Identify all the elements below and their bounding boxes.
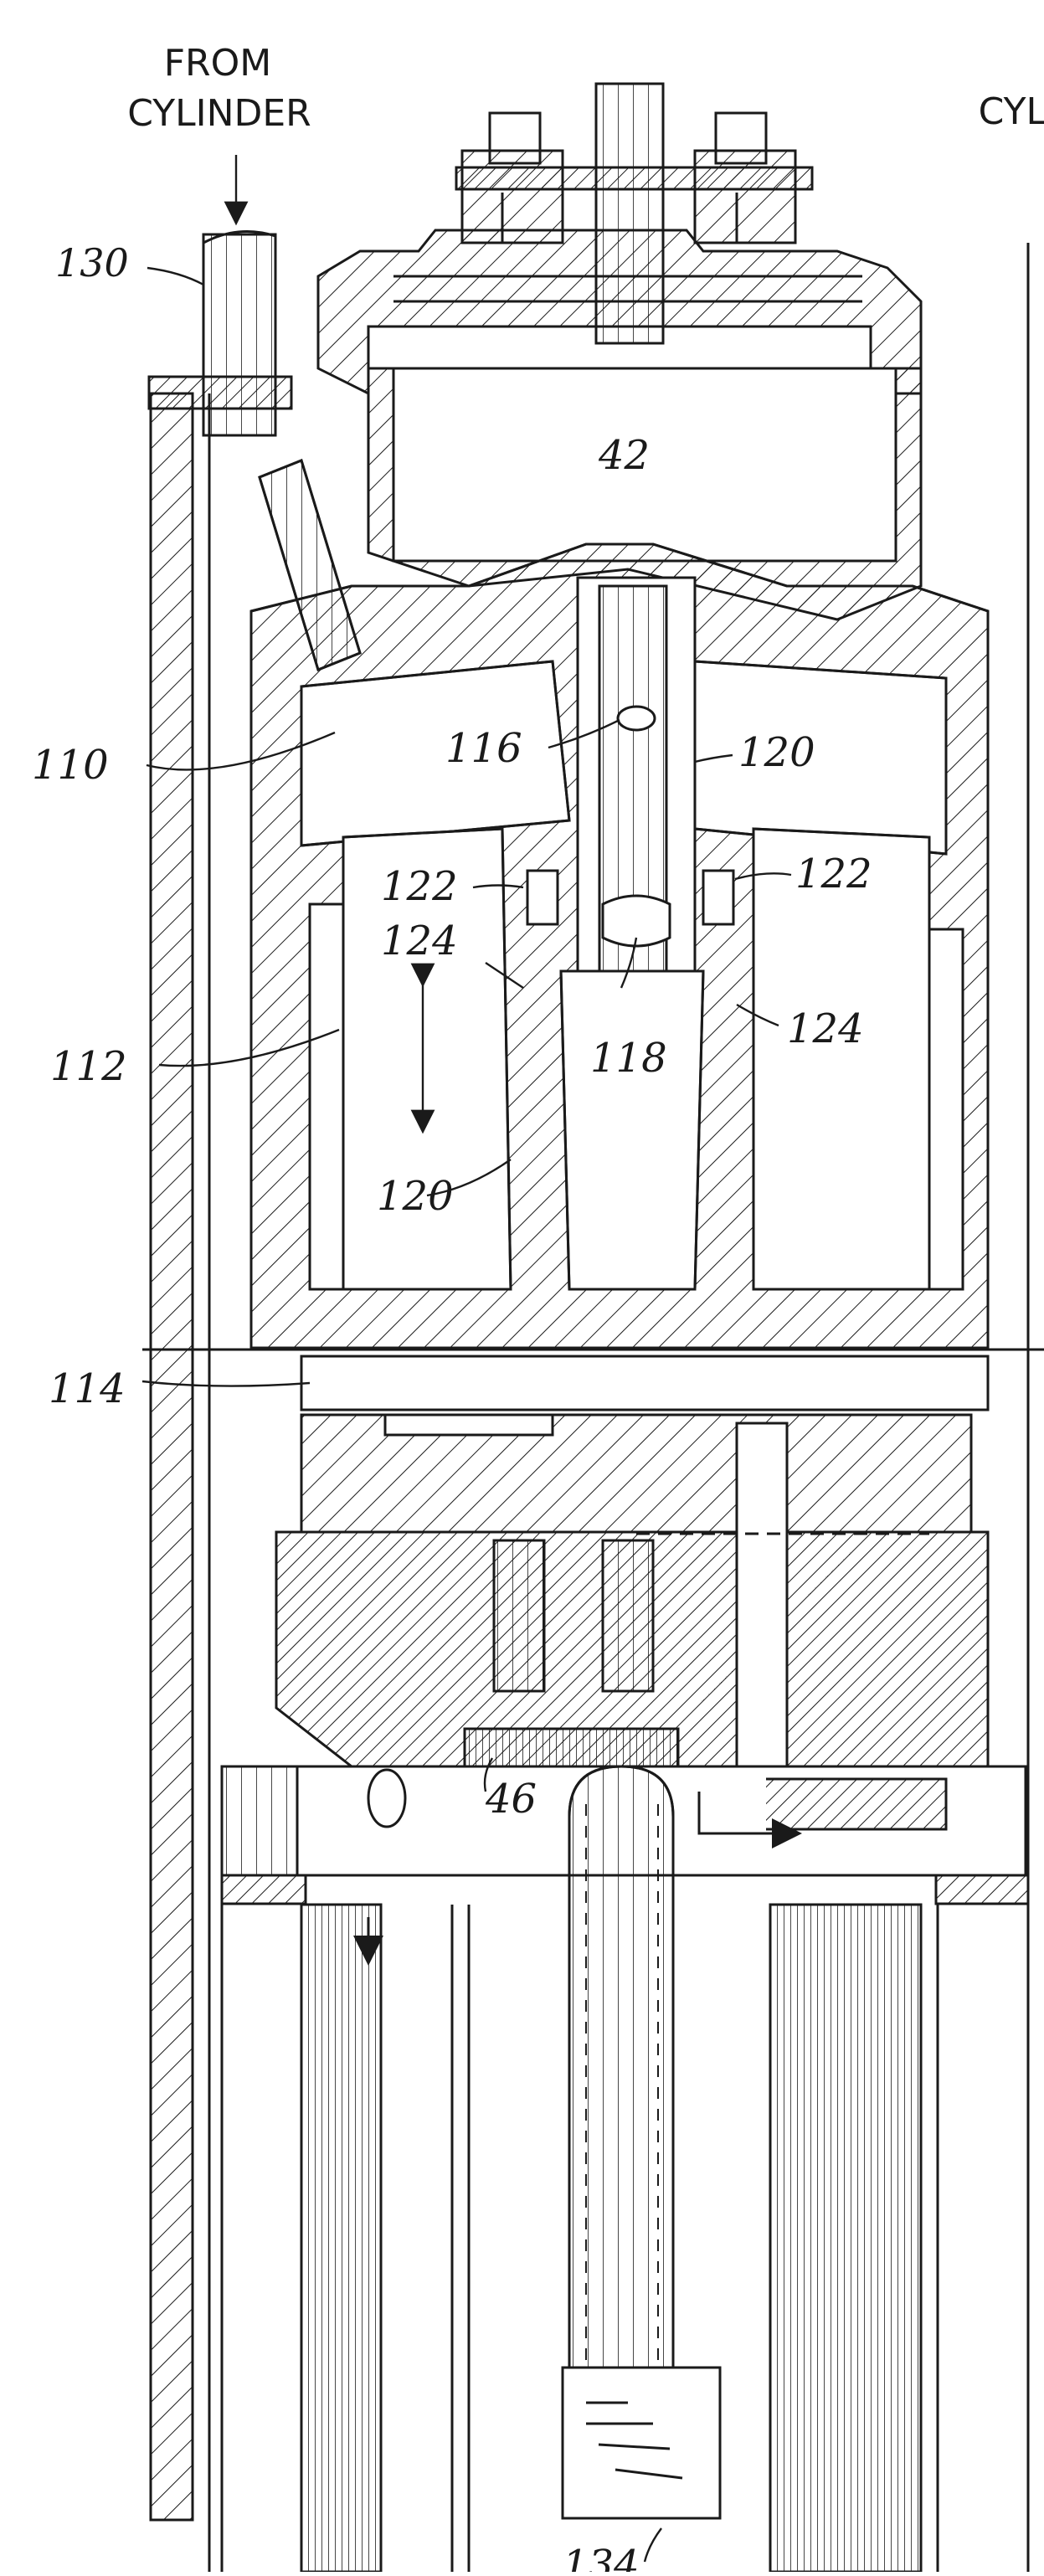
leader-lines	[141, 155, 792, 2563]
central-shaft	[594, 82, 665, 345]
ref-bottom-partial: 134	[563, 2542, 640, 2572]
ref-120-top: 120	[738, 729, 815, 776]
label-layer: FROM CYLINDER CYL 130 42 110 116 120 122…	[32, 42, 1044, 2576]
inlet-pipe	[202, 230, 277, 437]
ref-112: 112	[50, 1043, 127, 1090]
cylinder-label: CYLINDER	[127, 92, 311, 135]
ref-122-left: 122	[381, 863, 458, 910]
lower-barrel	[220, 1903, 939, 2573]
lower-body	[275, 1413, 990, 1793]
outer-housing	[147, 243, 1030, 2572]
plate-114	[142, 1348, 1044, 1411]
suction-tube	[568, 1765, 675, 2371]
ref-116: 116	[445, 725, 522, 772]
ref-114: 114	[49, 1365, 126, 1412]
ref-122-right: 122	[795, 851, 872, 897]
gear-46	[463, 1727, 680, 1772]
ref-46: 46	[485, 1776, 537, 1823]
piston-chambers	[308, 827, 964, 1291]
ref-42: 42	[598, 432, 650, 479]
cylinder-42-housing	[367, 367, 923, 621]
ref-110: 110	[32, 742, 109, 789]
ref-124-right: 124	[787, 1005, 864, 1052]
ref-130: 130	[55, 240, 129, 285]
weight-block	[561, 2366, 722, 2520]
central-bore	[576, 576, 697, 998]
cyl-partial-label: CYL	[979, 90, 1044, 133]
ref-120-mid: 120	[377, 1173, 454, 1220]
chamber-110	[300, 660, 571, 847]
ref-118: 118	[590, 1035, 667, 1082]
chamber-right-upper	[693, 660, 948, 856]
from-label: FROM	[164, 42, 271, 85]
ref-124-left: 124	[381, 918, 458, 964]
